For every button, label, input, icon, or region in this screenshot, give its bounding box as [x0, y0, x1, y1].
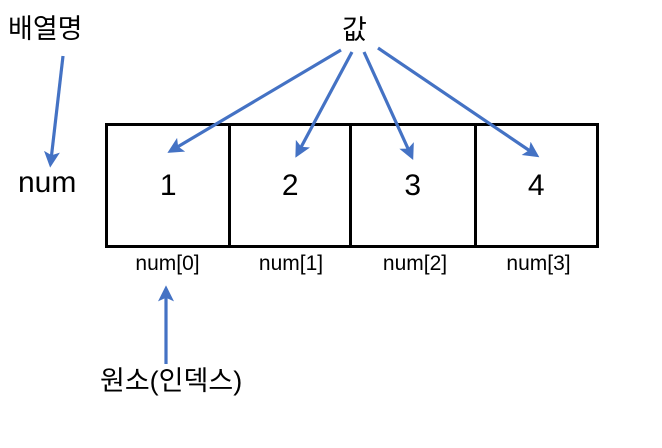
array-index-caption-3: num[3]: [506, 252, 571, 275]
array-cell-value: 2: [281, 168, 299, 202]
array-index-caption-2: num[2]: [382, 252, 448, 275]
array-cell-3: 4: [477, 126, 597, 245]
array-cell-1: 2: [231, 126, 353, 245]
array-cell-value: 1: [159, 168, 177, 202]
array-box: 1 2 3 4: [105, 123, 599, 248]
array-index-caption-0: num[0]: [135, 252, 200, 275]
array-cell-0: 1: [108, 126, 232, 245]
array-index-caption-1: num[1]: [258, 252, 324, 275]
array-cell-2: 3: [352, 126, 477, 245]
value-label: 값: [342, 15, 367, 45]
array-identifier-label: num: [18, 166, 77, 199]
array-name-label: 배열명: [8, 14, 83, 44]
array-index-captions: num[0] num[1] num[2] num[3]: [105, 253, 599, 283]
array-name-arrow: [44, 55, 65, 168]
array-cell-value: 3: [404, 168, 422, 202]
array-cell-value: 4: [527, 168, 545, 202]
element-index-label: 원소(인덱스): [100, 366, 243, 396]
